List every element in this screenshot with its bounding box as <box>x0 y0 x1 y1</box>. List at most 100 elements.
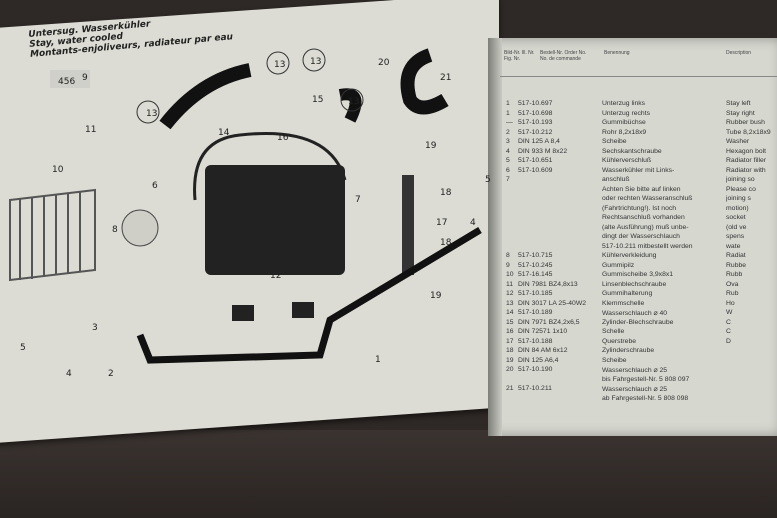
order-number: 517-10.697 <box>518 100 553 107</box>
callout-number: 6 <box>152 181 158 191</box>
order-number: 517-16.145 <box>518 271 553 278</box>
callout-number: 13 <box>146 109 157 119</box>
order-number: DIN 125 A6,4 <box>518 356 559 364</box>
description: Stay right <box>726 109 755 117</box>
description: Stay left <box>726 100 751 107</box>
german-name: Gummipilz <box>602 261 635 269</box>
parts-row: (Fahrtrichtung!). Ist noch motion) <box>500 205 777 215</box>
german-name: Gummihalterung <box>602 290 653 297</box>
order-number: 517-10.193 <box>518 119 553 126</box>
order-number: DIN 125 A 8,4 <box>518 138 560 145</box>
callout-number: 17 <box>436 218 447 228</box>
fig-number: 14 <box>506 309 514 316</box>
rubber-mount-right <box>292 302 314 318</box>
description: Rubb <box>726 271 743 278</box>
fig-number: 9 <box>506 261 510 269</box>
description: Please co <box>726 185 756 193</box>
description: socket <box>726 214 746 221</box>
parts-row: ab Fahrgestell-Nr. 5 808 098 <box>500 395 777 405</box>
description: Washer <box>726 138 750 145</box>
radiator-grille <box>9 188 96 282</box>
header-description: Description <box>726 50 752 56</box>
description: Radiator with <box>726 166 766 174</box>
description: (old ve <box>726 223 747 231</box>
german-name: (alte Ausführung) muß unbe- <box>602 223 689 231</box>
hose-14 <box>159 63 252 130</box>
german-name: Sechskantschraube <box>602 147 662 155</box>
description: Radiator filler <box>726 157 767 164</box>
german-name: Scheibe <box>602 356 627 364</box>
german-name: Unterzug links <box>602 100 646 107</box>
description: Tube 8,2x18x9 <box>726 128 771 136</box>
order-number: 517-10.212 <box>518 128 553 136</box>
fig-number: 11 <box>506 280 514 288</box>
parts-row: 14 517-10.189 Wasserschlauch ⌀ 40 W <box>500 309 777 319</box>
callout-number: 8 <box>112 225 118 235</box>
parts-row: (alte Ausführung) muß unbe- (old ve <box>500 224 777 234</box>
german-name: Zylinder-Blechschraube <box>602 318 674 326</box>
rubber-mount-left <box>232 305 254 321</box>
figure-label-box <box>50 70 90 88</box>
order-number: 517-10.211 <box>518 385 552 392</box>
order-number: 517-10.698 <box>518 109 553 117</box>
callout-number: 21 <box>440 73 451 83</box>
german-name: Rohr 8,2x18x9 <box>602 128 647 136</box>
fig-number: 12 <box>506 290 514 297</box>
fig-number: 1 <box>506 100 510 107</box>
german-name: Wasserschlauch ⌀ 40 <box>602 310 668 317</box>
description: Ho <box>726 299 735 307</box>
header-order-no: Bestell-Nr. Order No. No. de commande <box>540 50 587 62</box>
german-name: Kühlerverschluß <box>602 157 652 164</box>
order-number: 517-10.189 <box>518 309 553 316</box>
header-rule <box>500 76 777 77</box>
parts-row: 1 517-10.697 Unterzug links Stay left <box>500 100 777 110</box>
parts-row: 2 517-10.212 Rohr 8,2x18x9 Tube 8,2x18x9 <box>500 129 777 139</box>
callout-number: 13 <box>274 60 285 70</box>
german-name: bis Fahrgestell-Nr. 5 808 097 <box>602 375 690 383</box>
description: joining s <box>726 195 751 202</box>
fig-number: 8 <box>506 252 510 259</box>
stay <box>136 226 482 364</box>
description: Ova <box>726 280 739 288</box>
fig-number: 2 <box>506 128 510 136</box>
callout-number: 14 <box>218 128 230 138</box>
callout-number: 5 <box>20 343 26 353</box>
order-number: 517-10.245 <box>518 261 553 269</box>
fig-number: 15 <box>506 318 514 326</box>
fig-number: 6 <box>506 166 510 174</box>
fig-number: 5 <box>506 157 510 164</box>
description: W <box>726 309 733 316</box>
hose-21 <box>400 48 449 115</box>
german-name: (Fahrtrichtung!). Ist noch <box>602 204 677 212</box>
callout-number: 7 <box>355 195 361 205</box>
german-name: Kühlerverkleidung <box>602 252 657 259</box>
description: motion) <box>726 204 749 212</box>
german-name: dingt der Wasserschlauch <box>602 233 680 240</box>
description: Rubber bush <box>726 119 765 126</box>
callout-number: 3 <box>92 323 98 333</box>
german-name: anschluß <box>602 176 630 183</box>
radiator-cap <box>121 209 159 247</box>
description: Rubbe <box>726 261 747 269</box>
description: C <box>726 318 731 326</box>
german-name: Gummischeibe 3,9x8x1 <box>602 271 674 278</box>
radiator <box>205 165 345 275</box>
